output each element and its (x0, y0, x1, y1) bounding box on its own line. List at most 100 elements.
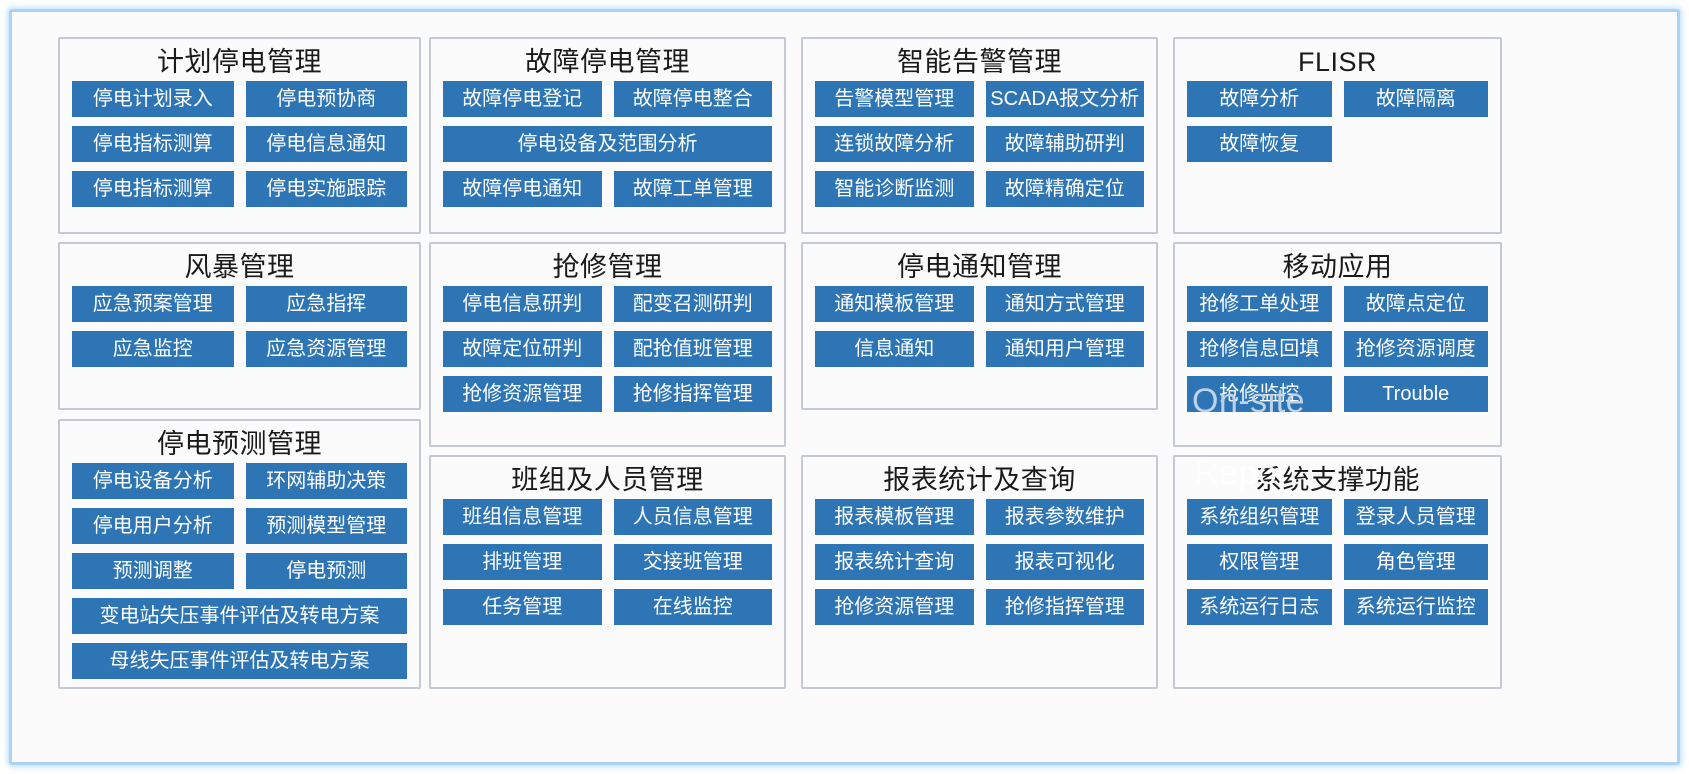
module-button[interactable]: 停电设备及范围分析 (443, 126, 772, 162)
module-button[interactable]: 告警模型管理 (815, 81, 974, 117)
module-button[interactable]: Trouble (1343, 376, 1488, 412)
module-button[interactable]: 故障隔离 (1343, 81, 1488, 117)
panel-system-support-functions: 系统支撑功能系统组织管理登录人员管理权限管理角色管理系统运行日志系统运行监控 (1173, 455, 1502, 689)
module-button[interactable]: 抢修指挥管理 (613, 376, 772, 412)
module-button[interactable]: 停电设备分析 (72, 463, 234, 499)
module-button[interactable]: 故障恢复 (1187, 126, 1332, 162)
module-button[interactable]: 停电信息通知 (245, 126, 407, 162)
panel-title-report-statistics-and-query: 报表统计及查询 (883, 465, 1076, 495)
module-button[interactable]: 班组信息管理 (443, 499, 602, 535)
module-button[interactable]: 停电指标测算 (72, 171, 234, 207)
module-button[interactable]: 在线监控 (613, 589, 772, 625)
module-button[interactable]: 停电指标测算 (72, 126, 234, 162)
module-button[interactable]: 应急资源管理 (245, 331, 407, 367)
module-button[interactable]: 抢修资源调度 (1343, 331, 1488, 367)
panel-title-system-support-functions: 系统支撑功能 (1255, 465, 1420, 495)
button-grid-outage-notification-management: 通知模板管理通知方式管理信息通知通知用户管理 (803, 282, 1156, 377)
panel-outage-notification-management: 停电通知管理通知模板管理通知方式管理信息通知通知用户管理 (801, 242, 1158, 410)
module-button[interactable]: 角色管理 (1343, 544, 1488, 580)
button-grid-emergency-repair-management: 停电信息研判配变召测研判故障定位研判配抢值班管理抢修资源管理抢修指挥管理 (431, 282, 784, 422)
module-button[interactable]: 应急指挥 (245, 286, 407, 322)
button-grid-planned-outage-management: 停电计划录入停电预协商停电指标测算停电信息通知停电指标测算停电实施跟踪 (60, 77, 419, 217)
module-button[interactable]: 应急预案管理 (72, 286, 234, 322)
module-button[interactable]: 抢修资源管理 (815, 589, 974, 625)
module-button[interactable]: 系统运行日志 (1187, 589, 1332, 625)
panel-title-intelligent-alarm-management: 智能告警管理 (897, 47, 1062, 77)
module-button[interactable]: 抢修工单处理 (1187, 286, 1332, 322)
module-button[interactable]: 故障停电通知 (443, 171, 602, 207)
button-grid-intelligent-alarm-management: 告警模型管理 SCADA报文分析连锁故障分析故障辅助研判智能诊断监测故障精确定位 (803, 77, 1156, 217)
module-button[interactable]: 信息通知 (815, 331, 974, 367)
module-button[interactable]: SCADA报文分析 (985, 81, 1144, 117)
module-button[interactable]: 智能诊断监测 (815, 171, 974, 207)
module-button[interactable]: 通知模板管理 (815, 286, 974, 322)
module-button[interactable]: 登录人员管理 (1343, 499, 1488, 535)
module-button[interactable]: 排班管理 (443, 544, 602, 580)
module-button[interactable]: 权限管理 (1187, 544, 1332, 580)
module-button[interactable]: 抢修资源管理 (443, 376, 602, 412)
module-button[interactable]: 系统组织管理 (1187, 499, 1332, 535)
panel-storm-management: 风暴管理应急预案管理应急指挥应急监控应急资源管理 (58, 242, 421, 410)
module-button[interactable]: 人员信息管理 (613, 499, 772, 535)
module-button[interactable]: 抢修指挥管理 (985, 589, 1144, 625)
module-button[interactable]: 故障点定位 (1343, 286, 1488, 322)
module-button[interactable]: 连锁故障分析 (815, 126, 974, 162)
button-grid-outage-forecast-management: 停电设备分析环网辅助决策停电用户分析预测模型管理预测调整停电预测变电站失压事件评… (60, 459, 419, 689)
module-button[interactable]: 故障精确定位 (985, 171, 1144, 207)
panel-intelligent-alarm-management: 智能告警管理告警模型管理 SCADA报文分析连锁故障分析故障辅助研判智能诊断监测故… (801, 37, 1158, 234)
button-grid-system-support-functions: 系统组织管理登录人员管理权限管理角色管理系统运行日志系统运行监控 (1175, 495, 1500, 635)
module-button[interactable]: 停电预协商 (245, 81, 407, 117)
panel-title-outage-notification-management: 停电通知管理 (897, 252, 1062, 282)
module-button[interactable]: 故障分析 (1187, 81, 1332, 117)
module-button[interactable]: 应急监控 (72, 331, 234, 367)
module-button[interactable]: 抢修信息回填 (1187, 331, 1332, 367)
module-button[interactable]: 故障停电整合 (613, 81, 772, 117)
panel-title-flisr: FLISR (1297, 47, 1378, 77)
module-button[interactable]: 停电实施跟踪 (245, 171, 407, 207)
panel-planned-outage-management: 计划停电管理停电计划录入停电预协商停电指标测算停电信息通知停电指标测算停电实施跟… (58, 37, 421, 234)
panel-emergency-repair-management: 抢修管理停电信息研判配变召测研判故障定位研判配抢值班管理抢修资源管理抢修指挥管理 (429, 242, 786, 447)
module-button[interactable]: 抢修监控 (1187, 376, 1332, 412)
button-grid-flisr: 故障分析故障隔离故障恢复 (1175, 77, 1500, 172)
module-button[interactable]: 系统运行监控 (1343, 589, 1488, 625)
module-button[interactable]: 预测模型管理 (245, 508, 407, 544)
panel-title-planned-outage-management: 计划停电管理 (157, 47, 322, 77)
module-button[interactable]: 故障定位研判 (443, 331, 602, 367)
module-button[interactable]: 报表统计查询 (815, 544, 974, 580)
panel-outage-forecast-management: 停电预测管理停电设备分析环网辅助决策停电用户分析预测模型管理预测调整停电预测变电… (58, 419, 421, 689)
panel-title-team-and-personnel-management: 班组及人员管理 (511, 465, 704, 495)
panel-team-and-personnel-management: 班组及人员管理班组信息管理人员信息管理排班管理交接班管理任务管理在线监控 (429, 455, 786, 689)
panel-title-storm-management: 风暴管理 (184, 252, 295, 282)
button-grid-team-and-personnel-management: 班组信息管理人员信息管理排班管理交接班管理任务管理在线监控 (431, 495, 784, 635)
panel-report-statistics-and-query: 报表统计及查询报表模板管理报表参数维护报表统计查询报表可视化抢修资源管理抢修指挥… (801, 455, 1158, 689)
module-button[interactable]: 通知用户管理 (985, 331, 1144, 367)
module-button[interactable]: 停电预测 (245, 553, 407, 589)
panel-title-emergency-repair-management: 抢修管理 (552, 252, 663, 282)
button-grid-storm-management: 应急预案管理应急指挥应急监控应急资源管理 (60, 282, 419, 377)
module-button[interactable]: 配变召测研判 (613, 286, 772, 322)
module-button[interactable]: 环网辅助决策 (245, 463, 407, 499)
module-button[interactable]: 报表参数维护 (985, 499, 1144, 535)
button-grid-mobile-application: 抢修工单处理故障点定位抢修信息回填抢修资源调度抢修监控 Trouble (1175, 282, 1500, 422)
panel-fault-outage-management: 故障停电管理故障停电登记故障停电整合停电设备及范围分析故障停电通知故障工单管理 (429, 37, 786, 234)
module-button[interactable]: 停电计划录入 (72, 81, 234, 117)
application-frame: 计划停电管理停电计划录入停电预协商停电指标测算停电信息通知停电指标测算停电实施跟… (9, 9, 1680, 765)
module-button[interactable]: 变电站失压事件评估及转电方案 (72, 598, 407, 634)
module-button[interactable]: 报表模板管理 (815, 499, 974, 535)
module-board: 计划停电管理停电计划录入停电预协商停电指标测算停电信息通知停电指标测算停电实施跟… (12, 12, 1683, 762)
module-button[interactable]: 停电用户分析 (72, 508, 234, 544)
panel-title-outage-forecast-management: 停电预测管理 (157, 429, 322, 459)
module-button[interactable]: 故障工单管理 (613, 171, 772, 207)
module-button[interactable]: 停电信息研判 (443, 286, 602, 322)
module-button[interactable]: 通知方式管理 (985, 286, 1144, 322)
module-button[interactable]: 交接班管理 (613, 544, 772, 580)
module-button[interactable]: 预测调整 (72, 553, 234, 589)
panel-title-mobile-application: 移动应用 (1282, 252, 1393, 282)
module-button[interactable]: 任务管理 (443, 589, 602, 625)
module-button[interactable]: 故障辅助研判 (985, 126, 1144, 162)
module-button[interactable]: 故障停电登记 (443, 81, 602, 117)
module-button[interactable]: 母线失压事件评估及转电方案 (72, 643, 407, 679)
module-button[interactable]: 报表可视化 (985, 544, 1144, 580)
module-button[interactable]: 配抢值班管理 (613, 331, 772, 367)
